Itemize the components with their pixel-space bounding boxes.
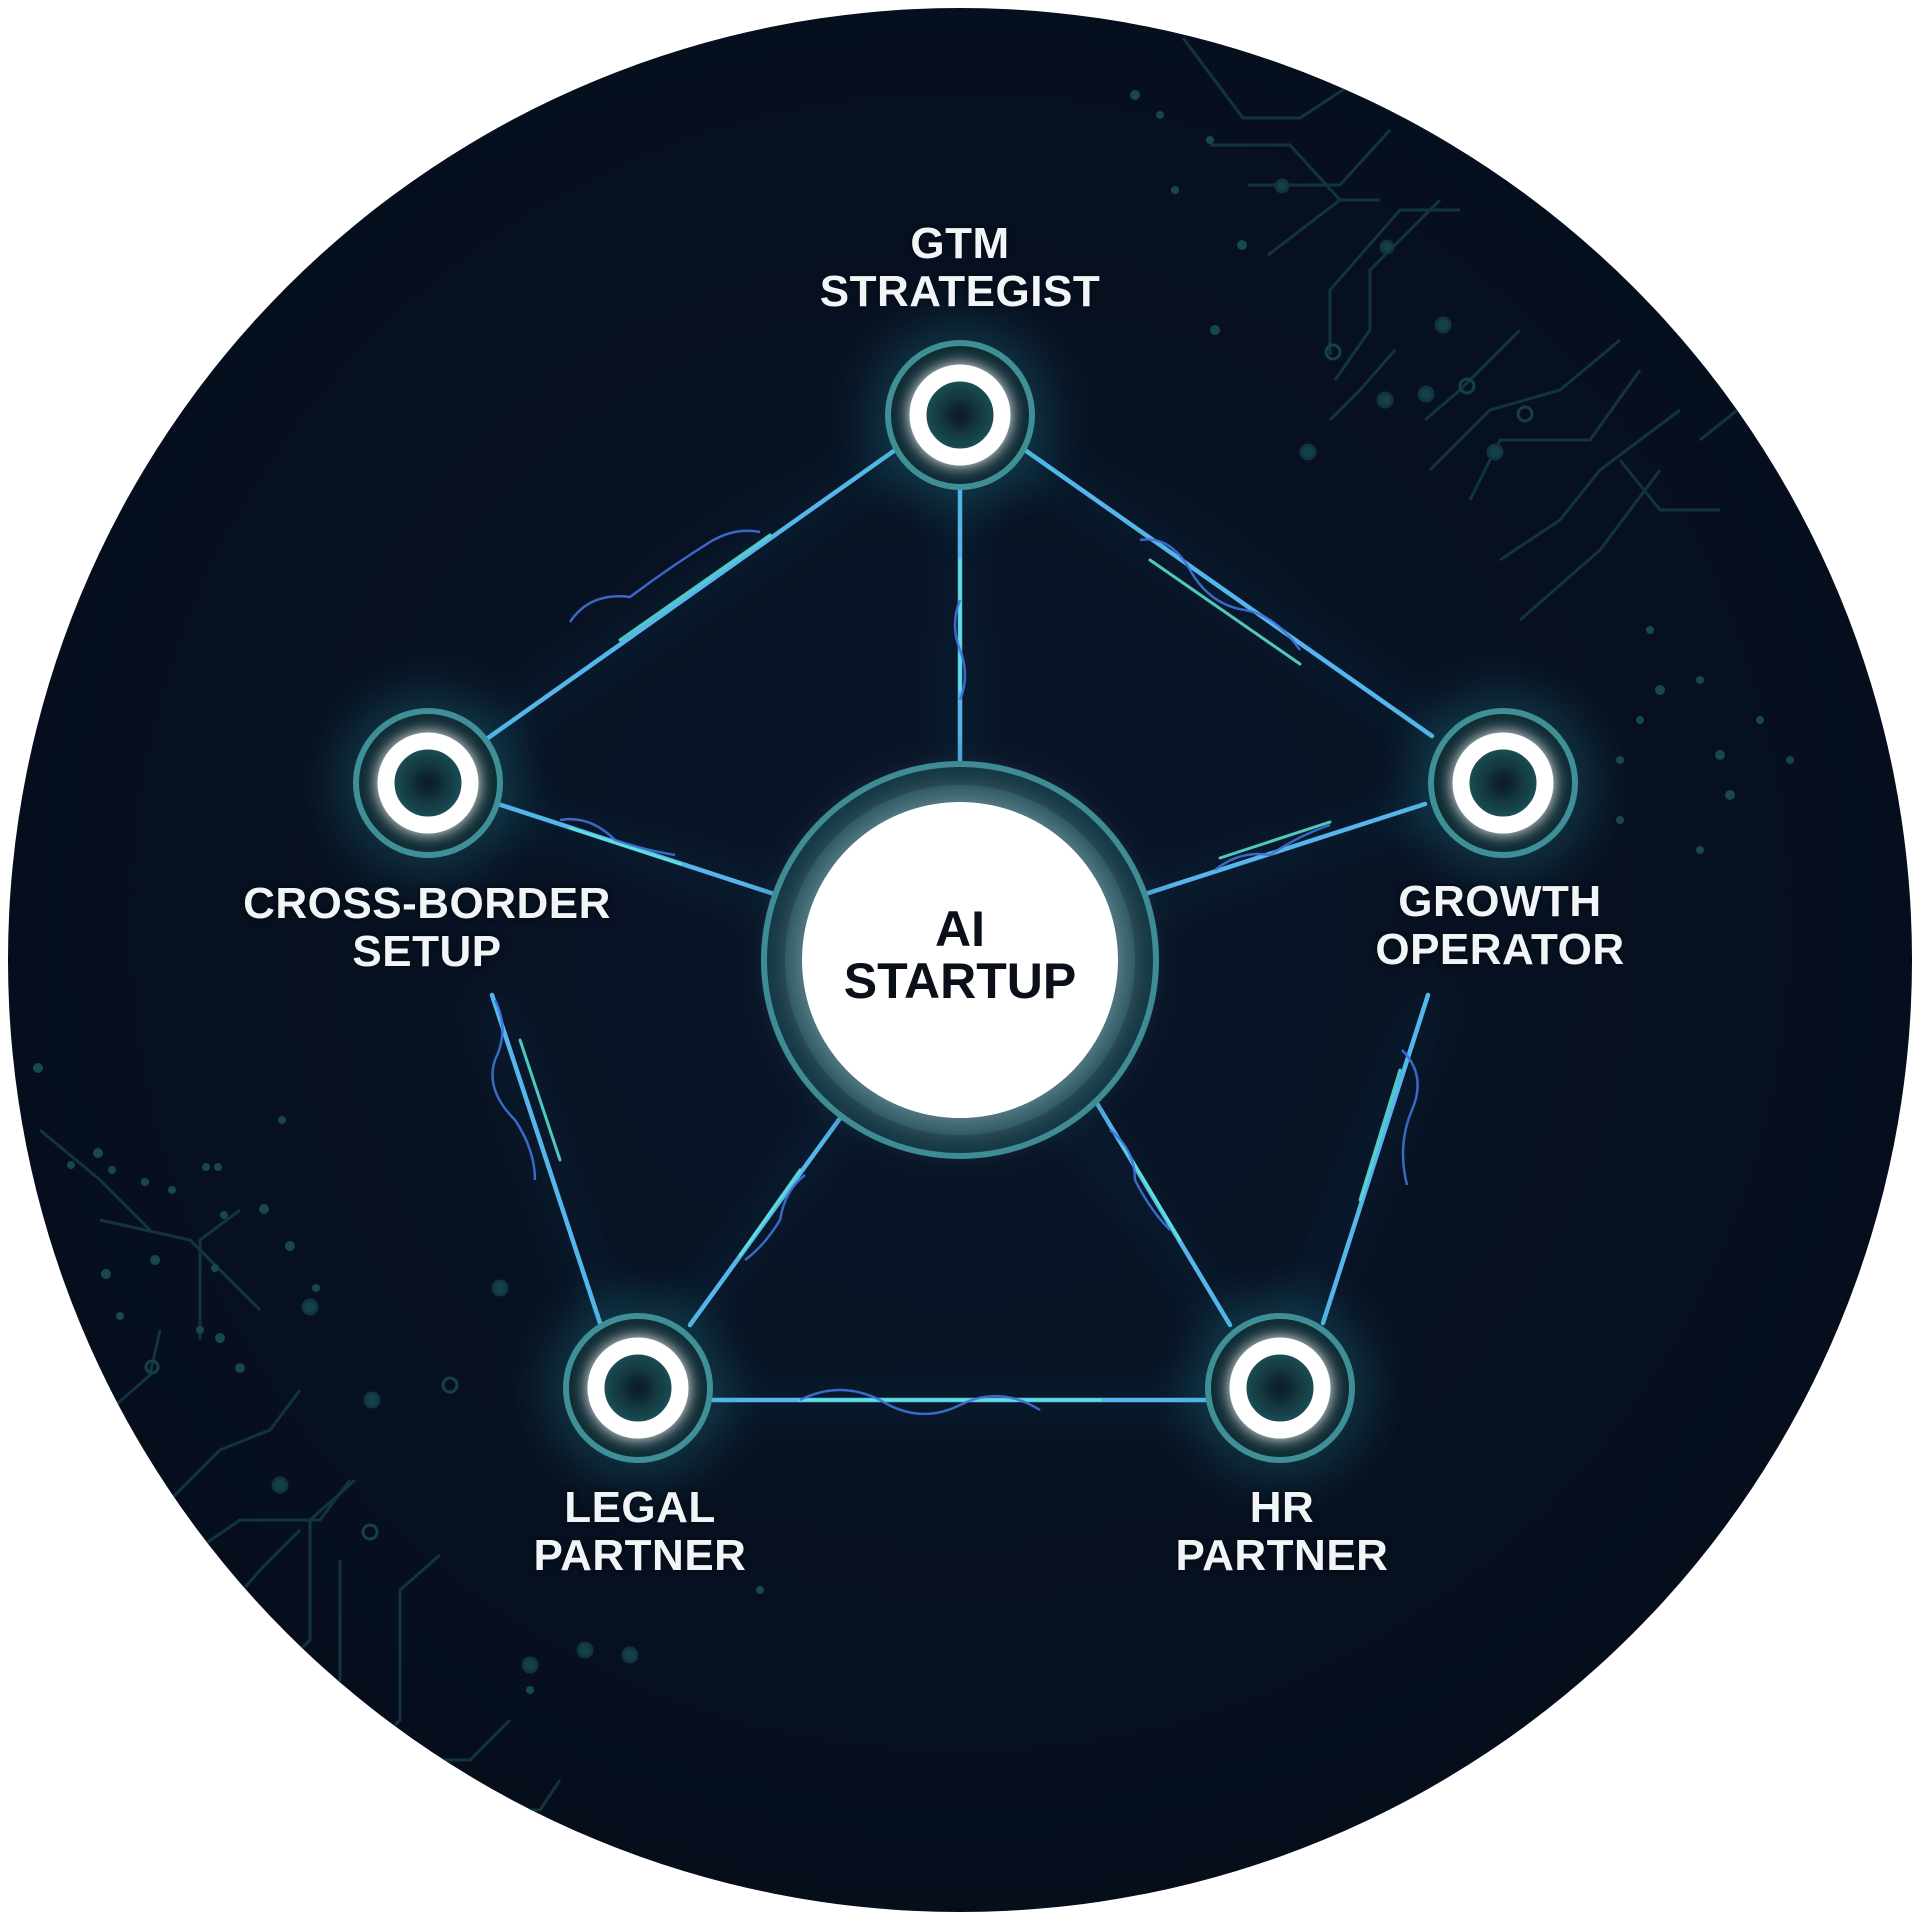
edge-growth-hr bbox=[1320, 992, 1431, 1326]
center-hub-icon bbox=[730, 730, 1190, 1190]
label-cross-border-setup: CROSS-BORDER SETUP bbox=[243, 879, 611, 976]
label-hr-partner: HR PARTNER bbox=[1175, 1483, 1389, 1580]
label-legal-partner: LEGAL PARTNER bbox=[533, 1483, 747, 1580]
edge-gtm-growth bbox=[1019, 445, 1435, 739]
node-growth-operator-icon bbox=[1408, 688, 1598, 878]
outer-nodes bbox=[333, 320, 1598, 1483]
center-label-line2: STARTUP bbox=[843, 953, 1077, 1009]
circuit-traces-decoration bbox=[39, 37, 1800, 1862]
node-hr-partner-icon bbox=[1185, 1293, 1375, 1483]
label-gtm-strategist: GTM STRATEGIST bbox=[819, 219, 1101, 316]
edge-legal-cross-border bbox=[489, 992, 603, 1326]
center-label: AI STARTUP bbox=[844, 903, 1076, 1007]
node-cross-border-setup-icon bbox=[333, 688, 523, 878]
node-gtm-strategist-icon bbox=[865, 320, 1055, 510]
edge-cross-border-gtm bbox=[485, 445, 901, 741]
node-legal-partner-icon bbox=[543, 1293, 733, 1483]
particle-dots-decoration bbox=[33, 90, 1794, 1694]
center-label-line1: AI bbox=[935, 901, 985, 957]
label-growth-operator: GROWTH OPERATOR bbox=[1375, 877, 1625, 974]
